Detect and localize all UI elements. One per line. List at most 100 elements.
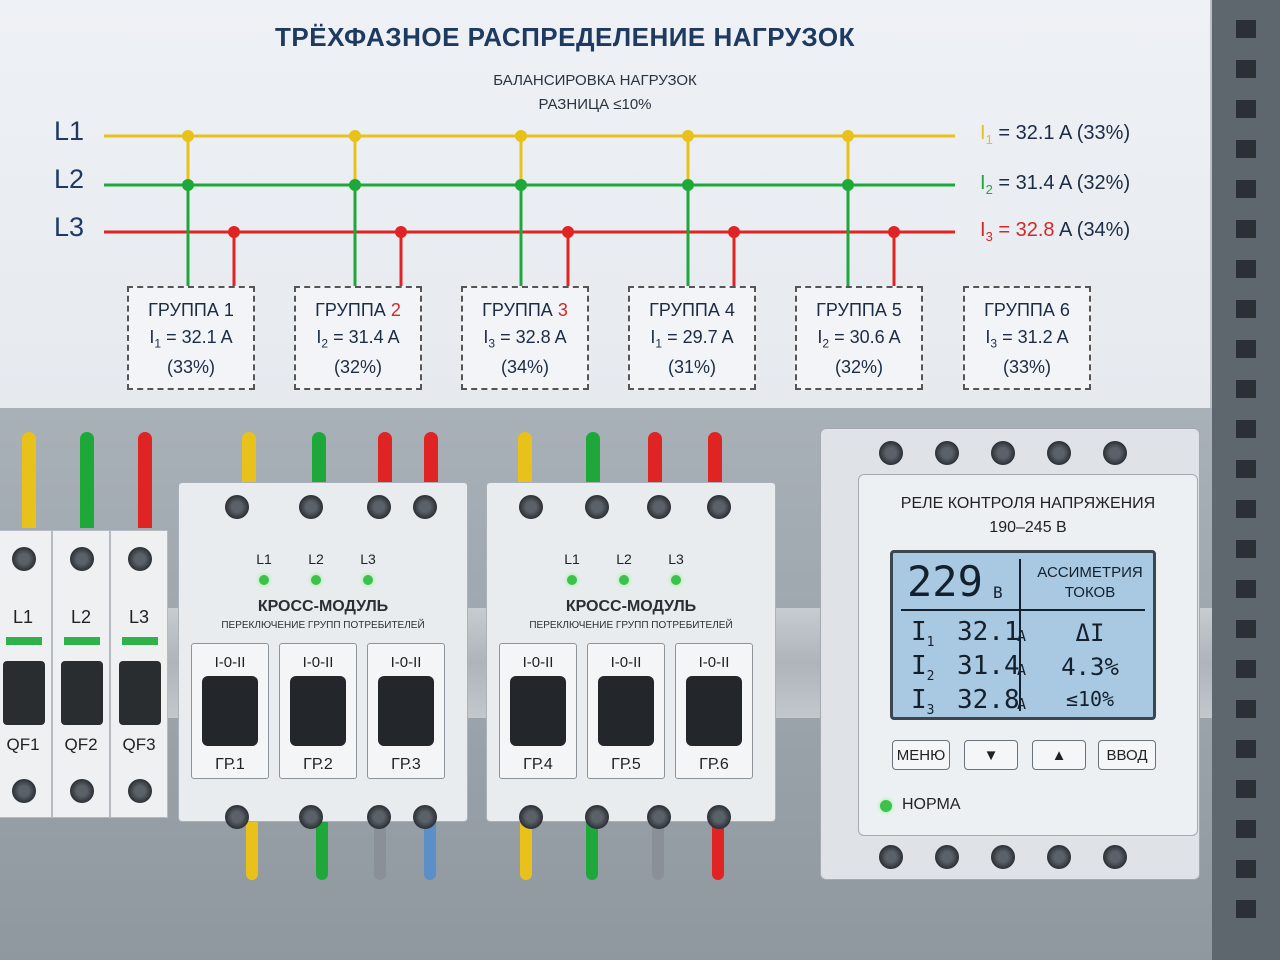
enter-button[interactable]: ВВОД	[1098, 740, 1156, 770]
phase-label-l3: L3	[54, 212, 85, 242]
switch-gr4[interactable]: I-0-II ГР.4	[499, 643, 577, 779]
group-current: I3 = 32.8 A	[483, 327, 567, 351]
group-current: I3 = 31.2 A	[985, 327, 1069, 351]
group-box-2: ГРУППА 2 I2 = 31.4 A (32%)	[294, 286, 422, 390]
frame-slot	[1236, 860, 1256, 878]
switch-positions: I-0-II	[214, 654, 246, 671]
up-button[interactable]: ▲	[1032, 740, 1086, 770]
screw-icon	[647, 495, 671, 519]
group-name: ГРУППА 6	[984, 300, 1070, 320]
breaker-handle[interactable]	[3, 661, 45, 725]
switch-gr6[interactable]: I-0-II ГР.6	[675, 643, 753, 779]
screw-icon	[879, 845, 903, 869]
screw-icon	[519, 495, 543, 519]
switch-lever[interactable]	[686, 676, 742, 746]
module-subtitle: ПЕРЕКЛЮЧЕНИЕ ГРУПП ПОТРЕБИТЕЛЕЙ	[529, 620, 733, 631]
frame-slot	[1236, 660, 1256, 678]
led-label-l2: L2	[616, 551, 632, 567]
frame-slot	[1236, 380, 1256, 398]
frame-slot	[1236, 220, 1256, 238]
breaker-handle[interactable]	[119, 661, 161, 725]
group-box-6: ГРУППА 6 I3 = 31.2 A (33%)	[963, 286, 1091, 390]
led-label-l1: L1	[564, 551, 580, 567]
menu-button[interactable]: МЕНЮ	[892, 740, 950, 770]
switch-gr5[interactable]: I-0-II ГР.5	[587, 643, 665, 779]
wire-green	[80, 432, 94, 528]
frame-slot	[1236, 420, 1256, 438]
frame-slot	[1236, 460, 1256, 478]
screw-icon	[225, 495, 249, 519]
switch-lever[interactable]	[510, 676, 566, 746]
screw-icon	[225, 805, 249, 829]
screw-icon	[367, 495, 391, 519]
switch-group-label: ГР.2	[303, 756, 333, 773]
lcd-voltage: 229	[907, 557, 983, 606]
switch-gr2[interactable]: I-0-II ГР.2	[279, 643, 357, 779]
diagram-subtitle-1: БАЛАНСИРОВКА НАГРУЗОК	[493, 72, 697, 89]
group-percent: (34%)	[500, 356, 549, 377]
led-l2	[311, 575, 321, 585]
wire-green	[312, 432, 326, 482]
group-name: ГРУППА 5	[816, 300, 902, 320]
group-current: I2 = 31.4 A	[316, 327, 400, 351]
screw-icon	[413, 495, 437, 519]
led-l3	[671, 575, 681, 585]
cross-module-2: L1 L2 L3 КРОСС-МОДУЛЬ ПЕРЕКЛЮЧЕНИЕ ГРУПП…	[486, 482, 776, 829]
breaker-handle[interactable]	[61, 661, 103, 725]
led-l1	[259, 575, 269, 585]
wire-grey	[374, 820, 386, 880]
relay-title: РЕЛЕ КОНТРОЛЯ НАПРЯЖЕНИЯ 190–245 В	[900, 495, 1156, 536]
reading-l1: I1 = 32.1 A (33%)	[980, 122, 1131, 147]
lcd-current-unit: A	[1017, 661, 1027, 679]
switch-positions: I-0-II	[522, 654, 554, 671]
screw-icon	[935, 845, 959, 869]
wire-red	[708, 432, 722, 482]
wire-red	[378, 432, 392, 482]
status-led	[880, 800, 892, 812]
screw-icon	[585, 495, 609, 519]
screw-icon	[1047, 441, 1071, 465]
lcd-current-label: I2	[911, 651, 935, 685]
group-percent: (32%)	[834, 356, 883, 377]
frame-slot	[1236, 780, 1256, 798]
wire-red	[424, 432, 438, 482]
screw-icon	[519, 805, 543, 829]
cabinet-frame	[1212, 0, 1280, 960]
screw-icon	[879, 441, 903, 465]
switch-lever[interactable]	[378, 676, 434, 746]
wire-green	[586, 820, 598, 880]
screw-icon	[12, 547, 36, 571]
breaker-label: QF2	[64, 735, 98, 754]
taps-group-1	[182, 130, 240, 288]
switch-lever[interactable]	[598, 676, 654, 746]
lcd-divider	[1019, 559, 1021, 711]
frame-slot	[1236, 260, 1256, 278]
diagram-subtitle-2: РАЗНИЦА ≤10%	[538, 96, 652, 113]
led-label-l2: L2	[308, 551, 324, 567]
lcd-asym-label: АССИМЕТРИЯ ТОКОВ	[1037, 564, 1143, 601]
lcd-current-value: 32.8	[957, 685, 1020, 715]
group-current: I2 = 30.6 A	[817, 327, 901, 351]
group-current: I1 = 29.7 A	[650, 327, 734, 351]
screw-icon	[707, 805, 731, 829]
lcd-delta-label: ΔI	[1075, 619, 1105, 647]
group-current: I1 = 32.1 A	[149, 327, 233, 351]
switch-positions: I-0-II	[698, 654, 730, 671]
group-percent: (31%)	[667, 356, 716, 377]
breaker-label: QF3	[122, 735, 156, 754]
screw-icon	[128, 779, 152, 803]
wire-red	[138, 432, 152, 528]
group-box-3: ГРУППА 3 I3 = 32.8 A (34%)	[461, 286, 589, 390]
wire-red	[648, 432, 662, 482]
down-button[interactable]: ▼	[964, 740, 1018, 770]
switch-gr1[interactable]: I-0-II ГР.1	[191, 643, 269, 779]
lcd-current-value: 31.4	[957, 651, 1020, 681]
wire-red	[712, 820, 724, 880]
switch-lever[interactable]	[290, 676, 346, 746]
screw-icon	[585, 805, 609, 829]
breaker-indicator	[122, 637, 158, 645]
module-title: КРОСС-МОДУЛЬ	[257, 598, 389, 615]
switch-gr3[interactable]: I-0-II ГР.3	[367, 643, 445, 779]
wire-yellow	[22, 432, 36, 528]
switch-lever[interactable]	[202, 676, 258, 746]
